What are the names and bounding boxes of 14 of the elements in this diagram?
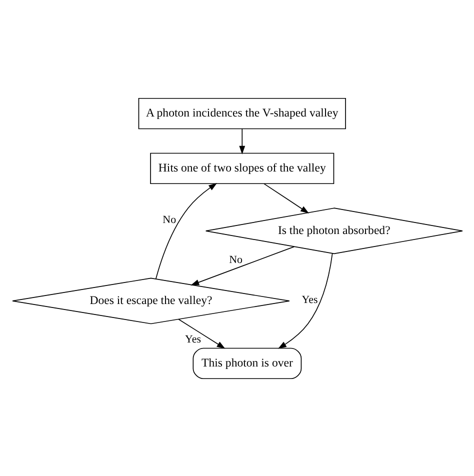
arrow xyxy=(263,182,308,213)
edge-label: No xyxy=(228,253,242,266)
edge-label: Yes xyxy=(301,294,318,306)
node-box: A photon incidences the V-shaped valley xyxy=(138,97,346,129)
arrow xyxy=(178,318,225,348)
node-box: This photon is over xyxy=(192,347,302,379)
arrow xyxy=(278,252,332,348)
node-box: Hits one of two slopes of the valley xyxy=(150,152,334,184)
edge-label: No xyxy=(162,213,176,226)
arrow xyxy=(238,128,245,154)
arrow xyxy=(155,182,217,279)
edge-label: Yes xyxy=(184,332,201,345)
node-diamond: Is the photon absorbed? xyxy=(204,207,462,254)
arrow xyxy=(190,246,294,285)
